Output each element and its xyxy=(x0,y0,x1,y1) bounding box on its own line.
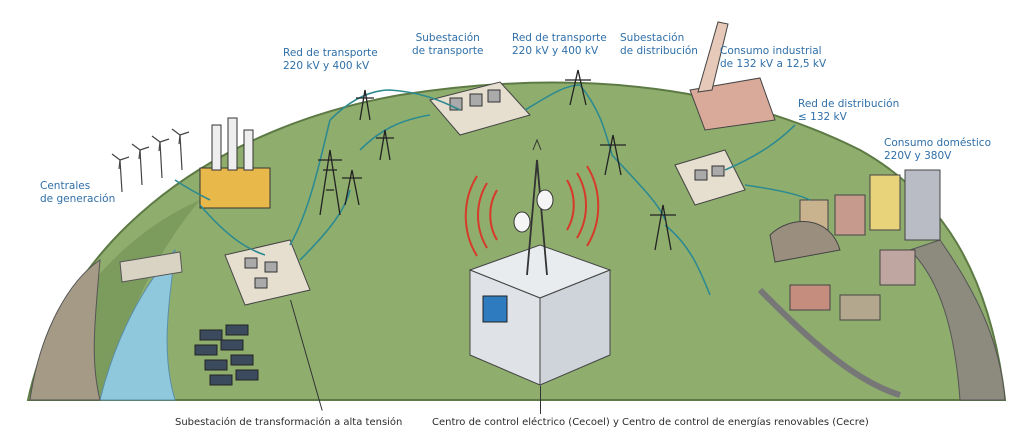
label-red-distribucion: Red de distribución≤ 132 kV xyxy=(798,98,900,123)
substation-transport xyxy=(429,81,531,136)
river xyxy=(99,248,176,401)
power-lines xyxy=(174,84,811,296)
substation-high-voltage xyxy=(224,239,311,306)
green-hill xyxy=(26,81,1007,401)
control-logo-icon xyxy=(482,295,508,323)
substation-distribution xyxy=(674,149,746,206)
wind-turbines xyxy=(111,128,190,193)
signal-waves xyxy=(464,165,600,257)
power-plant xyxy=(199,117,271,209)
pylons xyxy=(318,69,676,251)
rocks-left xyxy=(29,259,101,401)
city xyxy=(757,169,941,398)
solar-panels xyxy=(194,324,259,386)
control-center-building xyxy=(468,138,612,386)
factory xyxy=(689,21,776,131)
leader-centro-control xyxy=(540,386,541,414)
caption-subestacion-alta-tension: Subestación de transformación a alta ten… xyxy=(175,417,403,428)
dam xyxy=(119,251,183,283)
caption-centro-control: Centro de control eléctrico (Cecoel) y C… xyxy=(432,417,869,428)
